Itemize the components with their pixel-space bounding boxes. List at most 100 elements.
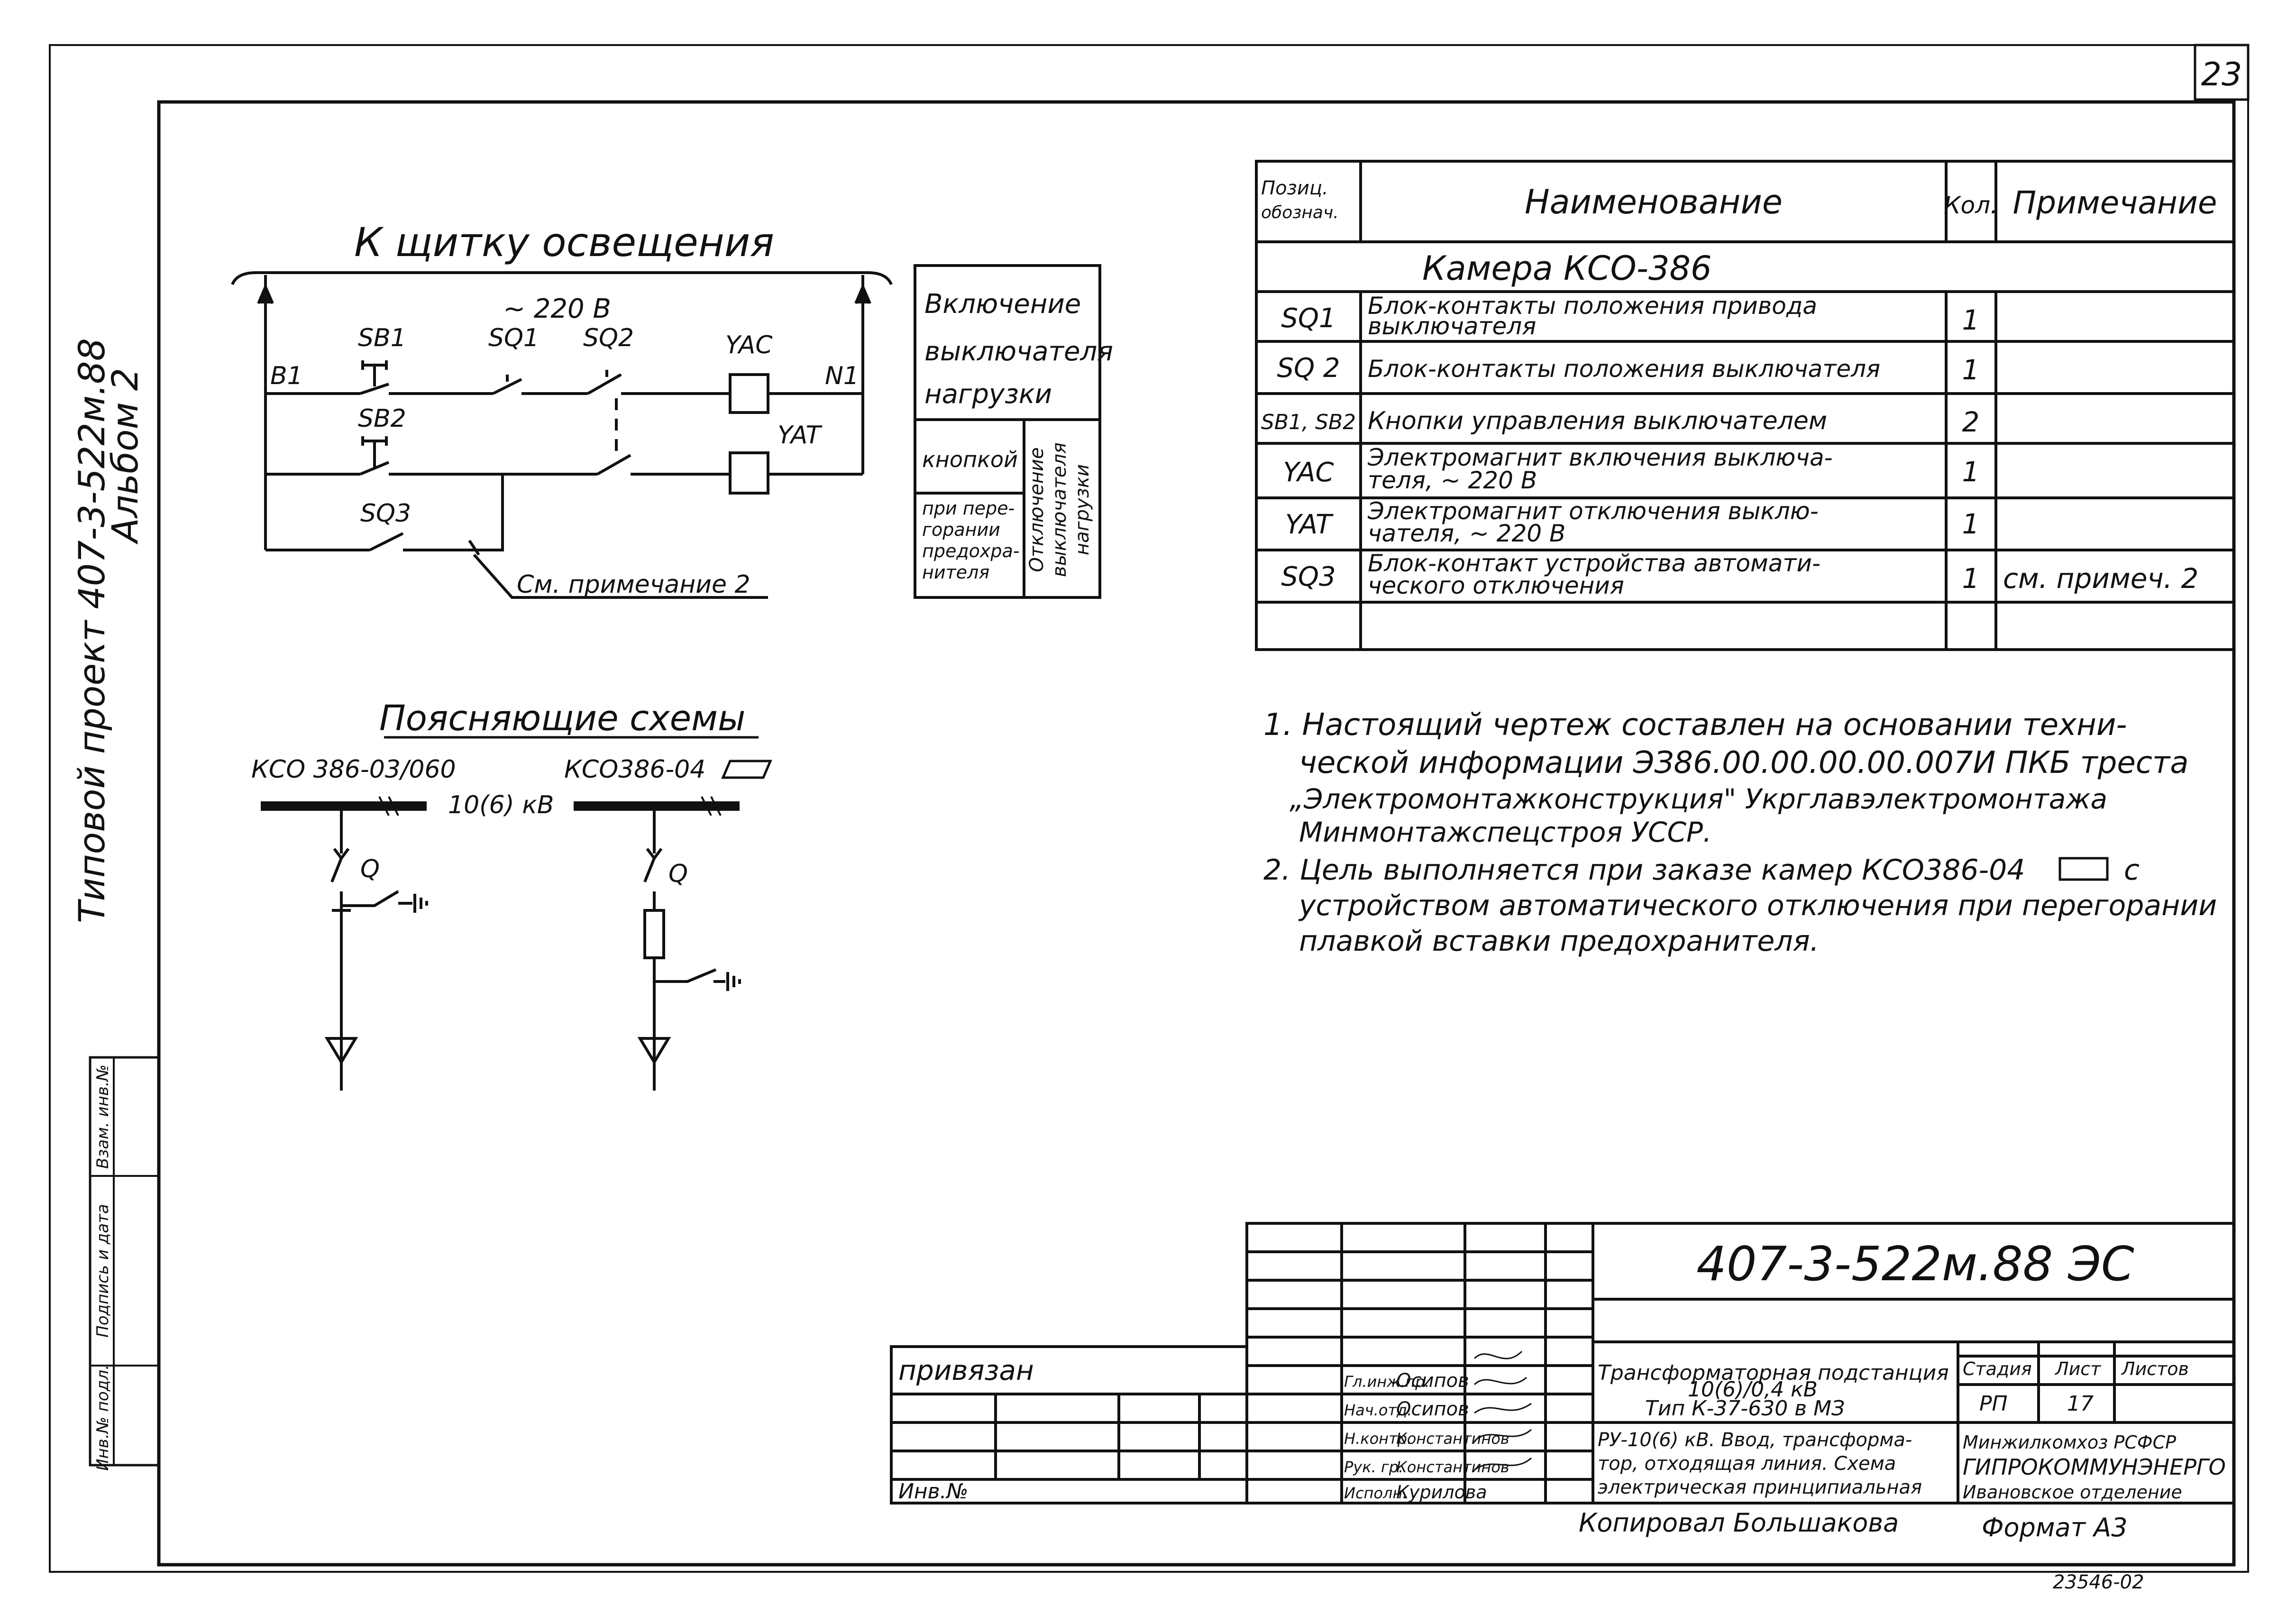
spec-row-pos: SQ1: [1281, 303, 1336, 334]
spec-row-name-1: Блок-контакты положения привода: [1368, 292, 1817, 320]
role-label: Гл.инж.пр.: [1344, 1373, 1430, 1391]
label-sq3: SQ3: [360, 499, 411, 528]
role-label: Н.контр.: [1344, 1430, 1412, 1448]
func-cell-fuse-3: предохра-: [922, 541, 1019, 561]
label-sb2: SB2: [358, 404, 406, 433]
note1-line2: ческой информации ЭЗ86.00.00.00.00.007И …: [1299, 745, 2188, 780]
func-cell-fuse-2: горании: [922, 519, 1000, 540]
spec-row-qty: 1: [1962, 508, 1980, 540]
role-name: Курилова: [1396, 1482, 1487, 1503]
note1-line4: Минмонтажспецстроя УССР.: [1299, 816, 1711, 848]
circuit-title: К щитку освещения: [354, 219, 774, 266]
label-sq1: SQ1: [488, 324, 539, 352]
spec-row-name-1: Кнопки управления выключателем: [1368, 407, 1827, 435]
spec-row-name-1: Блок-контакт устройства автомати-: [1368, 550, 1820, 577]
spec-row-qty: 2: [1962, 406, 1980, 438]
spec-row-pos: SB1, SB2: [1261, 410, 1356, 434]
object-line2: 10(6)/0,4 кВ: [1688, 1377, 1818, 1402]
note1-line1: 1. Настоящий чертеж составлен на основан…: [1263, 707, 2127, 743]
explanatory-switch-right: Q: [668, 860, 688, 888]
spec-row-name-1: Блок-контакты положения выключателя: [1368, 355, 1880, 383]
spec-row: SQ1 Блок-контакты положения привода выкл…: [1281, 292, 1979, 340]
role-label: Нач.отд.: [1344, 1401, 1412, 1419]
label-marker-box: [721, 760, 772, 779]
role-name: Константинов: [1396, 1458, 1509, 1476]
spec-row-qty: 1: [1962, 456, 1980, 488]
label-sq2: SQ2: [583, 324, 634, 352]
object-line3: Тип К-37-630 в МЗ: [1645, 1396, 1845, 1421]
sheet-title-line3: электрическая принципиальная: [1598, 1477, 1922, 1498]
circuit-voltage: ~ 220 В: [503, 294, 611, 324]
note2-line2: устройством автоматического отключения п…: [1298, 889, 2217, 922]
role-label: Рук. гр.: [1344, 1458, 1403, 1476]
function-table: [914, 264, 1101, 599]
control-circuit-diagram: [231, 271, 893, 599]
role-name: Осипов: [1396, 1398, 1469, 1420]
func-top-line2: выключателя: [924, 336, 1113, 367]
func-vertical-1: Отключение: [1026, 447, 1048, 572]
spec-row-name-1: Электромагнит включения выключа-: [1367, 444, 1833, 471]
org-line1: Минжилкомхоз РСФСР: [1963, 1432, 2176, 1453]
explanatory-voltage: 10(6) кВ: [448, 791, 554, 819]
signatures: [1473, 1350, 1532, 1471]
spec-row-pos: SQ3: [1281, 561, 1336, 592]
title-block-roles: Гл.инж.пр. Осипов Нач.отд. Осипов Н.конт…: [1344, 1370, 1509, 1503]
drawing-notes: 1. Настоящий чертеж составлен на основан…: [1263, 707, 2217, 958]
sheets-label: Листов: [2121, 1358, 2189, 1379]
spec-row-name-1: Электромагнит отключения выклю-: [1367, 497, 1819, 525]
side-title-line1: Типовой проект 407-3-522м.88: [71, 338, 113, 923]
spec-row-pos: SQ 2: [1277, 353, 1340, 384]
role-name: Осипов: [1396, 1370, 1469, 1392]
note2-line1-tail: с: [2124, 853, 2140, 887]
stamp-col2: Подпись и дата: [93, 1204, 112, 1338]
stage-label: Стадия: [1963, 1358, 2032, 1379]
spec-row-name-2: теля, ~ 220 В: [1368, 467, 1537, 494]
sheet-number: 23: [2201, 56, 2242, 93]
label-yac: YAC: [725, 331, 773, 359]
spec-header-qty: Кол.: [1944, 192, 1998, 219]
title-block: [890, 1222, 2235, 1505]
note-marker-box: [2058, 857, 2109, 881]
document-code: 407-3-522м.88 ЭС: [1696, 1236, 2134, 1292]
org-line3: Ивановское отделение: [1963, 1482, 2182, 1503]
spec-header-pos-1: Позиц.: [1261, 177, 1328, 199]
sheet-label: Лист: [2054, 1358, 2102, 1379]
sheet-value: 17: [2067, 1392, 2094, 1416]
explanatory-title: Поясняющие схемы: [379, 698, 745, 739]
bus-right-label: N1: [825, 362, 859, 390]
spec-row: SB1, SB2 Кнопки управления выключателем …: [1261, 406, 1980, 438]
func-vertical-3: нагрузки: [1071, 464, 1093, 555]
spec-row-qty: 1: [1962, 304, 1980, 336]
func-cell-fuse-4: нителя: [922, 562, 989, 583]
role-label: Исполн.: [1344, 1484, 1408, 1502]
role-name: Константинов: [1396, 1430, 1509, 1448]
spec-header-pos-2: обознач.: [1261, 203, 1339, 222]
spec-row-pos: YAC: [1283, 457, 1334, 488]
explanatory-schemes: [261, 736, 759, 1091]
func-cell-buttons: кнопкой: [922, 447, 1018, 472]
note1-line3: „Электромонтажконструкция" Укрглавэлектр…: [1290, 783, 2107, 815]
spec-row: YAT Электромагнит отключения выклю- чате…: [1285, 497, 1980, 547]
explanatory-switch-left: Q: [360, 855, 380, 883]
label-sb1: SB1: [358, 324, 406, 352]
spec-row-qty: 1: [1962, 562, 1980, 595]
spec-row-name-2: ческого отключения: [1368, 572, 1624, 599]
explanatory-right-label: КСО386-04: [564, 755, 705, 784]
spec-row: YAC Электромагнит включения выключа- тел…: [1283, 444, 1979, 494]
org-line2: ГИПРОКОММУНЭНЕРГО: [1963, 1454, 2226, 1480]
label-yat: YAT: [778, 421, 823, 450]
spec-row: SQ 2 Блок-контакты положения выключателя…: [1277, 353, 1979, 386]
spec-row-pos: YAT: [1285, 509, 1334, 540]
spec-row-name-2: выключателя: [1368, 312, 1536, 340]
spec-row-qty: 1: [1962, 354, 1980, 386]
sheet-title-line2: тор, отходящая линия. Схема: [1598, 1453, 1896, 1475]
spec-group-title: Камера КСО-386: [1422, 249, 1712, 288]
stamp-col1: Инв.№ подл.: [93, 1365, 112, 1471]
archive-number: 23546-02: [2053, 1571, 2144, 1593]
spec-header-name: Наименование: [1525, 183, 1783, 221]
sheet-title-line1: РУ-10(6) кВ. Ввод, трансформа-: [1598, 1429, 1912, 1451]
spec-header-note: Примечание: [2013, 184, 2217, 221]
bus-left-label: В1: [270, 362, 303, 390]
stage-value: РП: [1979, 1392, 2008, 1416]
